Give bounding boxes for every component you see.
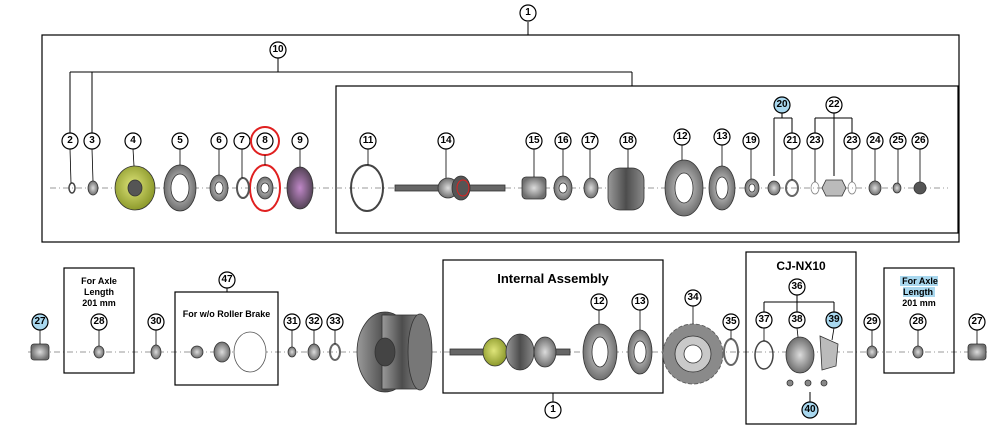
callout-part: 9 [297,135,303,146]
bottom-label-circles [31,271,986,419]
callout-part: 13 [716,131,728,142]
callout-part: 16 [557,135,569,146]
callout-part: 5 [177,135,183,146]
callout-part: 13 [634,296,646,307]
callout-part: 12 [593,296,605,307]
callout-part: 35 [725,316,737,327]
box-label-line1: For Axle Length [81,276,117,297]
callout-part: 11 [362,135,374,146]
callout-sub-assembly: 10 [272,44,284,55]
callout-part: 28 [912,316,924,327]
callout-cj-group: 36 [791,281,803,292]
callout-part: 23 [809,135,821,146]
callout-part: 39 [828,314,840,325]
callout-part: 37 [758,314,770,325]
box-label-axle-length: For Axle Length 201 mm [66,276,132,309]
callout-internal-assembly: 1 [550,404,556,415]
callout-part: 19 [745,135,757,146]
callout-right-axle-nut: 27 [971,316,983,327]
callout-part: 7 [239,135,245,146]
callout-part: 40 [804,404,816,415]
callout-part: 21 [786,135,798,146]
callout-assembly: 1 [525,7,531,18]
callout-part-group: 22 [828,99,840,110]
top-label-circles [61,4,929,150]
callout-brake-box: 47 [221,274,233,285]
callout-part: 12 [676,131,688,142]
top-frame [41,34,960,243]
callout-part: 33 [329,316,341,327]
top-parts [68,159,927,217]
callout-part: 38 [791,314,803,325]
callout-part: 15 [528,135,540,146]
callout-part: 26 [914,135,926,146]
callout-part: 32 [308,316,320,327]
callout-part: 25 [892,135,904,146]
callout-part: 29 [866,316,878,327]
callout-part: 2 [67,135,73,146]
callout-part: 4 [130,135,136,146]
callout-part: 23 [846,135,858,146]
internal-assembly-title: Internal Assembly [497,271,609,286]
callout-part-group: 20 [776,99,788,110]
callout-part: 17 [584,135,596,146]
callout-left-axle-nut: 27 [34,316,46,327]
callout-part: 28 [93,316,105,327]
callout-part: 3 [89,135,95,146]
callout-part: 24 [869,135,881,146]
box-label-line2: 201 mm [82,298,116,308]
callout-part: 14 [440,135,452,146]
callout-part-highlighted: 8 [262,135,268,146]
leader-10 [69,58,633,133]
callout-part: 30 [150,316,162,327]
box-label-axle-length-right: For Axle Length 201 mm [886,276,952,309]
brake-box-title: For w/o Roller Brake [182,309,271,319]
box-label-line2: 201 mm [902,298,936,308]
cj-title: CJ-NX10 [776,259,826,273]
callout-part: 18 [622,135,634,146]
callout-part: 6 [216,135,222,146]
callout-part: 31 [286,316,298,327]
bottom-parts [30,311,987,393]
callout-sprocket: 34 [687,292,699,303]
box-label-line1: For Axle Length [900,276,938,297]
